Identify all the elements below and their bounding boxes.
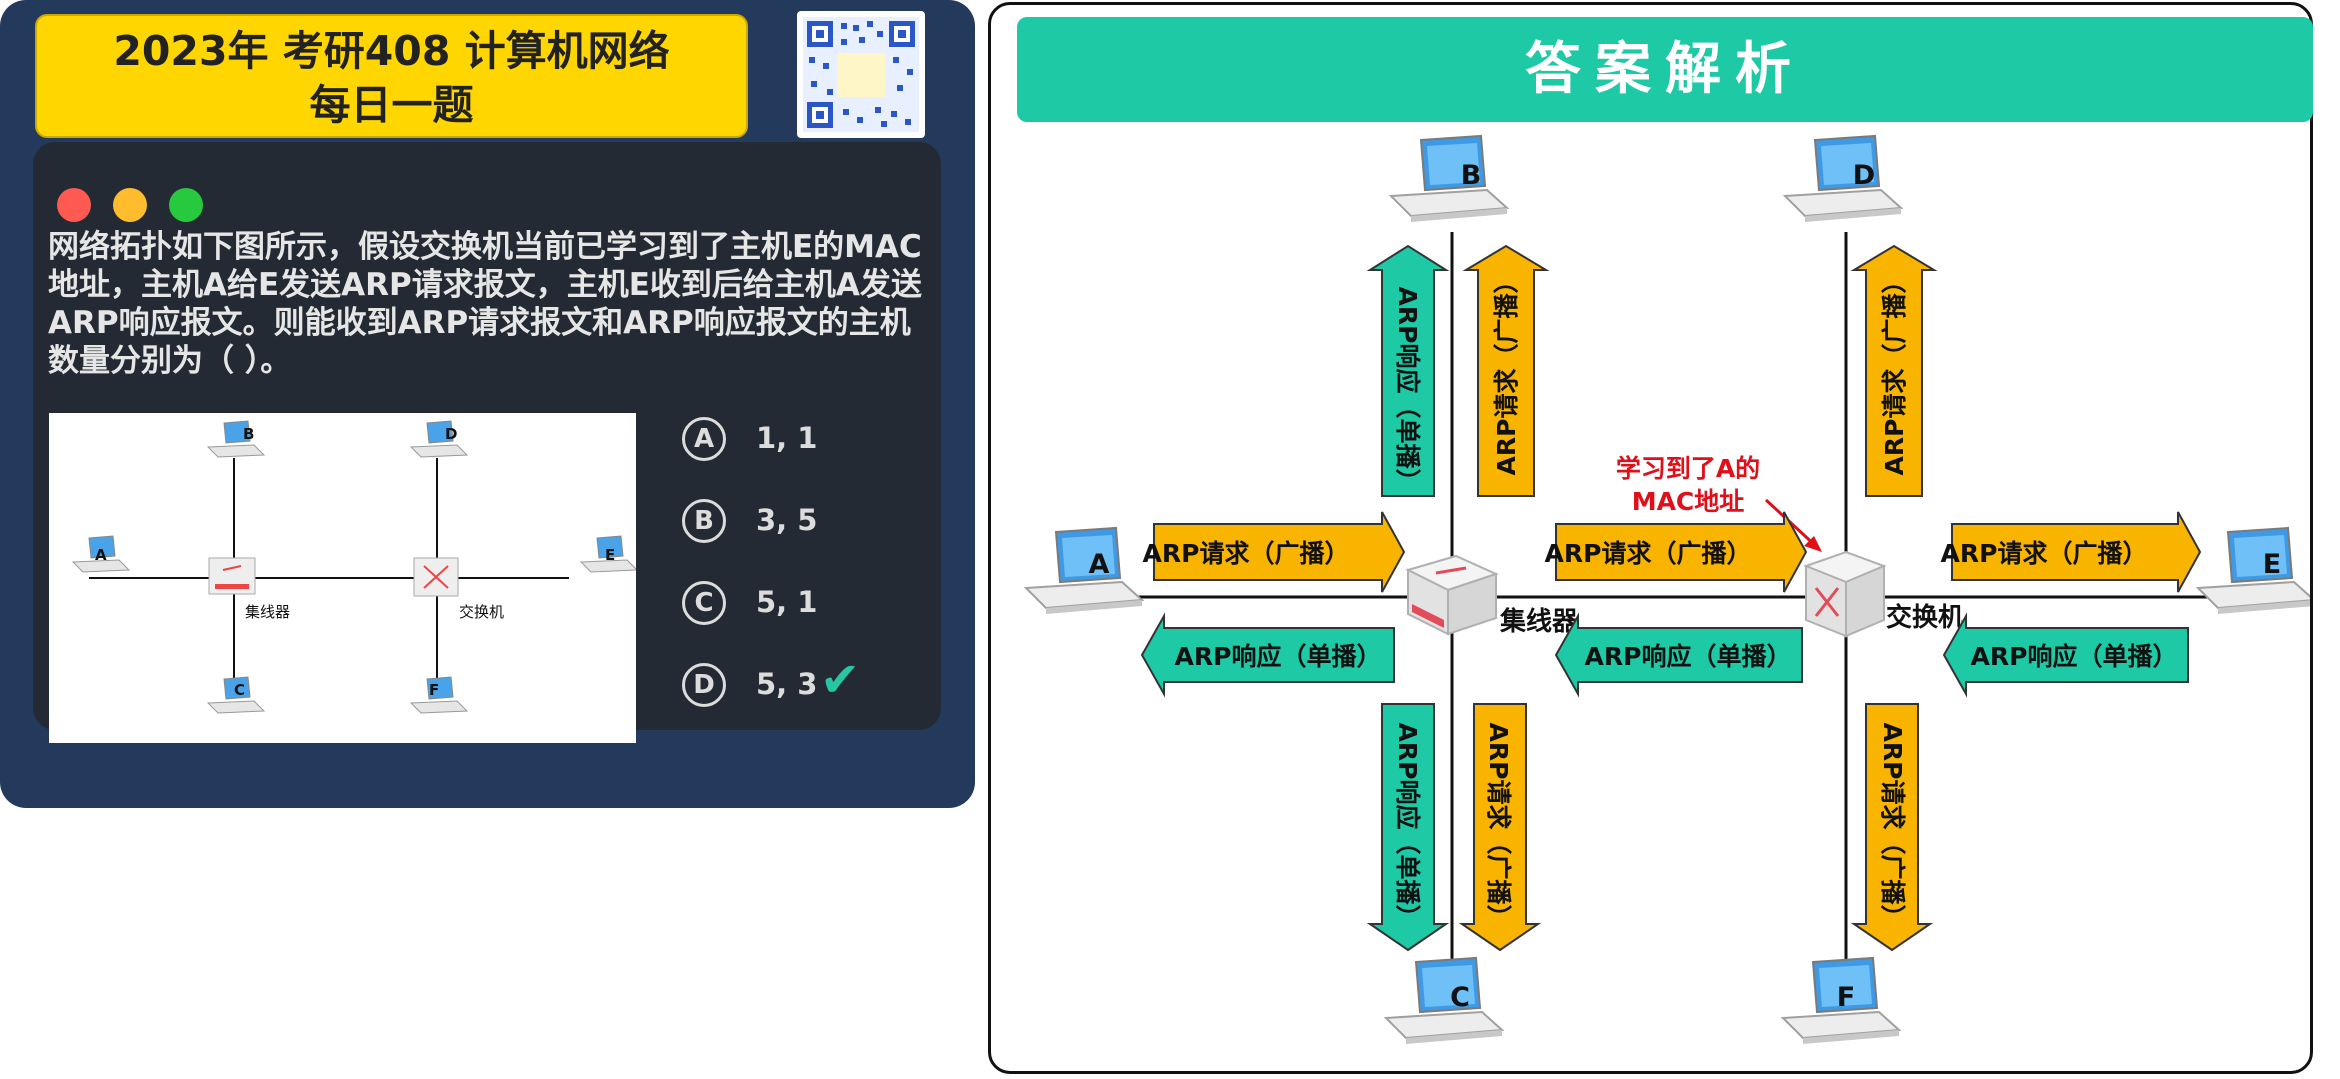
arrow-resp-b-up: ARP响应（单播） bbox=[1366, 244, 1450, 497]
host-a-label: A bbox=[1089, 549, 1110, 580]
host-b-label: B bbox=[1461, 160, 1482, 191]
host-c-label: C bbox=[1450, 982, 1470, 1013]
option-c-text[interactable]: 5, 1 bbox=[756, 585, 818, 619]
host-d-label: D bbox=[1853, 160, 1875, 191]
option-b-circle[interactable]: B bbox=[682, 499, 726, 543]
qr-code-icon bbox=[797, 11, 925, 138]
checkmark-icon: ✔ bbox=[820, 652, 861, 708]
green-dot-icon bbox=[169, 188, 203, 222]
arrow-resp-c-label: ARP响应（单播） bbox=[1393, 723, 1422, 930]
arrow-req-e-label: ARP请求（广播） bbox=[1941, 539, 2148, 568]
arrow-req-a-label: ARP请求（广播） bbox=[1143, 539, 1350, 568]
thumb-label-b: B bbox=[243, 425, 254, 443]
option-a-circle[interactable]: A bbox=[682, 417, 726, 461]
arrow-resp-hub-left: ARP响应（单播） bbox=[1554, 612, 1803, 698]
title-banner: 2023年 考研408 计算机网络 每日一题 bbox=[35, 14, 748, 138]
learn-note-line2: MAC地址 bbox=[1632, 487, 1745, 516]
title-line-1: 2023年 考研408 计算机网络 bbox=[113, 27, 670, 75]
option-d-circle[interactable]: D bbox=[682, 663, 726, 707]
yellow-dot-icon bbox=[113, 188, 147, 222]
switch-label: 交换机 bbox=[1886, 602, 1964, 633]
host-c-laptop-icon bbox=[1385, 957, 1503, 1045]
topology-thumbnail: B D A E C F 集线器 交换机 bbox=[49, 413, 639, 743]
arrow-resp-c-down: ARP响应（单播） bbox=[1366, 703, 1450, 952]
thumb-label-f: F bbox=[429, 681, 439, 699]
host-e-label: E bbox=[2263, 549, 2281, 580]
arrow-resp-b-label: ARP响应（单播） bbox=[1393, 287, 1422, 494]
arrow-req-d-label: ARP请求（广播） bbox=[1880, 269, 1909, 476]
arrow-req-hub-right: ARP请求（广播） bbox=[1545, 511, 1808, 593]
arrow-req-e-right: ARP请求（广播） bbox=[1941, 511, 2202, 593]
arrow-req-d-up: ARP请求（广播） bbox=[1850, 244, 1938, 497]
thumb-label-a: A bbox=[95, 546, 107, 564]
switch-icon bbox=[1803, 550, 1887, 638]
option-d-text[interactable]: 5, 3 bbox=[756, 667, 818, 701]
hub-icon bbox=[1405, 554, 1499, 636]
arrow-resp-a-left: ARP响应（单播） bbox=[1140, 612, 1395, 698]
host-e-laptop-icon bbox=[2197, 527, 2315, 615]
arrow-resp-e-left: ARP响应（单播） bbox=[1942, 612, 2189, 698]
arrow-req-hub-label: ARP请求（广播） bbox=[1545, 539, 1752, 568]
thumb-hub-label: 集线器 bbox=[245, 603, 290, 621]
host-b-laptop-icon bbox=[1390, 135, 1508, 223]
arrow-req-a-right: ARP请求（广播） bbox=[1143, 511, 1406, 593]
thumb-label-c: C bbox=[234, 681, 245, 699]
arrow-req-b-up: ARP请求（广播） bbox=[1462, 244, 1550, 497]
option-c-circle[interactable]: C bbox=[682, 581, 726, 625]
arrow-resp-e-label: ARP响应（单播） bbox=[1971, 642, 2178, 671]
arrow-req-b-label: ARP请求（广播） bbox=[1492, 269, 1521, 476]
arrow-resp-hub-label: ARP响应（单播） bbox=[1585, 642, 1792, 671]
arrow-resp-a-label: ARP响应（单播） bbox=[1175, 642, 1382, 671]
host-d-laptop-icon bbox=[1784, 135, 1902, 223]
learn-note-arrowhead bbox=[1804, 536, 1822, 552]
answer-diagram: B D A E C F 集线器 交换机 学习到了A的 MAC地址 bbox=[1020, 130, 2315, 1074]
red-dot-icon bbox=[57, 188, 91, 222]
arrow-req-c-down: ARP请求（广播） bbox=[1458, 703, 1542, 952]
option-b-text[interactable]: 3, 5 bbox=[756, 503, 818, 537]
hub-label: 集线器 bbox=[1499, 606, 1579, 637]
host-a-laptop-icon bbox=[1025, 527, 1143, 615]
arrow-req-f-down: ARP请求（广播） bbox=[1850, 703, 1934, 952]
thumb-label-d: D bbox=[445, 425, 457, 443]
answer-banner: 答案解析 bbox=[1017, 17, 2313, 122]
option-a-text[interactable]: 1, 1 bbox=[756, 421, 818, 455]
question-text: 网络拓扑如下图所示，假设交换机当前已学习到了主机E的MAC地址，主机A给E发送A… bbox=[48, 229, 922, 379]
thumb-label-e: E bbox=[605, 546, 615, 564]
host-f-label: F bbox=[1837, 982, 1855, 1013]
learn-note-line1: 学习到了A的 bbox=[1616, 454, 1760, 483]
title-line-2: 每日一题 bbox=[309, 81, 474, 129]
arrow-req-f-label: ARP请求（广播） bbox=[1878, 723, 1907, 930]
learn-note-pointer bbox=[1764, 498, 1820, 550]
thumb-switch-label: 交换机 bbox=[459, 603, 504, 621]
arrow-req-c-label: ARP请求（广播） bbox=[1484, 723, 1513, 930]
